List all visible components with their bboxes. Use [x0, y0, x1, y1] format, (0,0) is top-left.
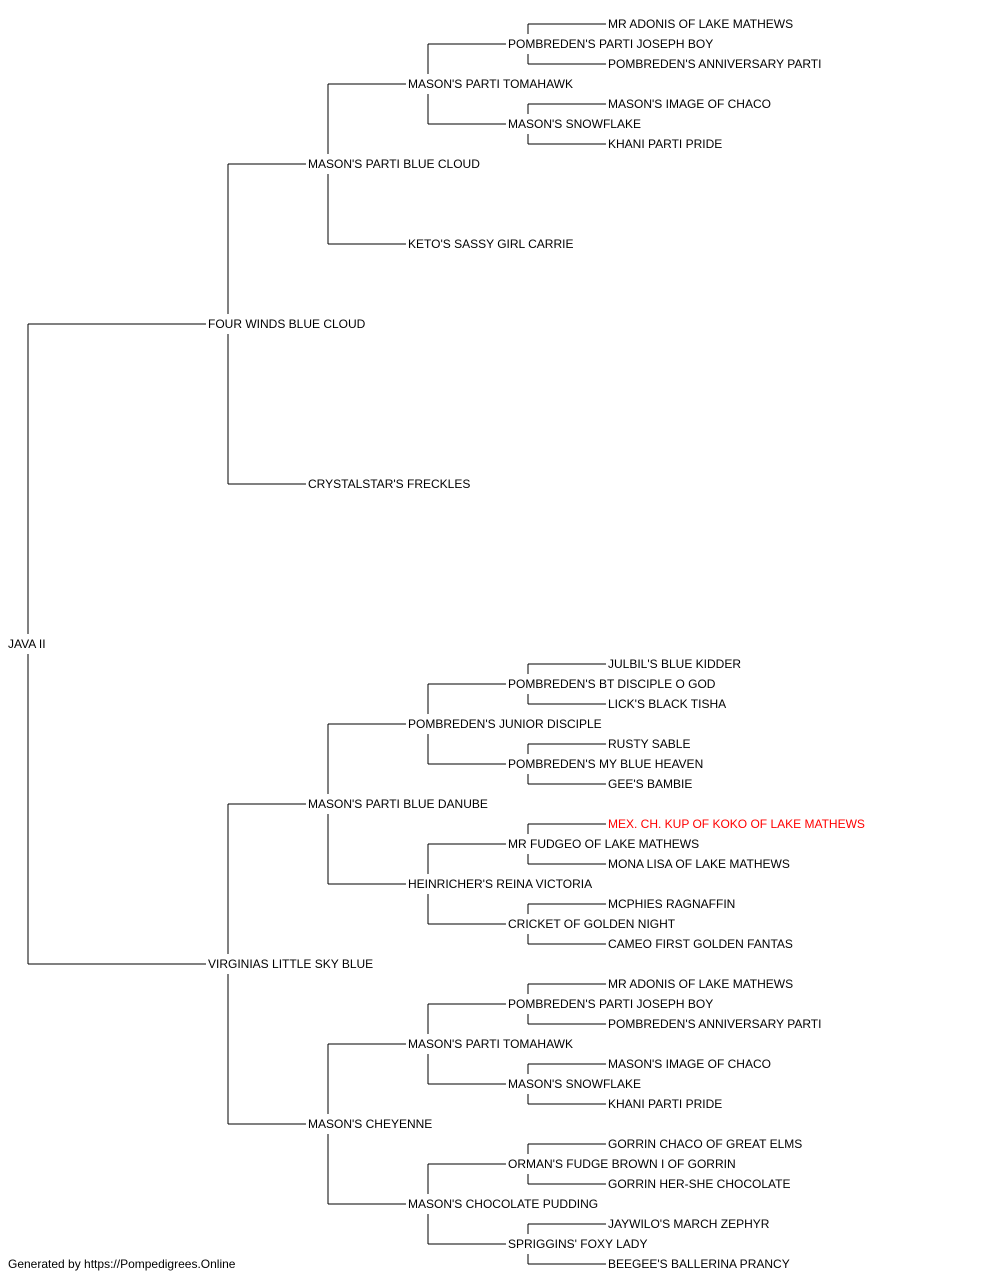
ancestor-name: JULBIL'S BLUE KIDDER	[608, 657, 741, 671]
ancestor-name: MASON'S IMAGE OF CHACO	[608, 97, 771, 111]
ancestor-name: POMBREDEN'S PARTI JOSEPH BOY	[508, 37, 713, 51]
ancestor-name: KHANI PARTI PRIDE	[608, 1097, 722, 1111]
ancestor-name: ORMAN'S FUDGE BROWN I OF GORRIN	[508, 1157, 736, 1171]
ancestor-name: MASON'S SNOWFLAKE	[508, 1077, 641, 1091]
ancestor-name: VIRGINIAS LITTLE SKY BLUE	[208, 957, 373, 971]
ancestor-name: SPRIGGINS' FOXY LADY	[508, 1237, 647, 1251]
ancestor-name: MEX. CH. KUP OF KOKO OF LAKE MATHEWS	[608, 817, 865, 831]
ancestor-name: POMBREDEN'S JUNIOR DISCIPLE	[408, 717, 602, 731]
ancestor-name: MONA LISA OF LAKE MATHEWS	[608, 857, 790, 871]
ancestor-name: JAYWILO'S MARCH ZEPHYR	[608, 1217, 770, 1231]
ancestor-name: MR ADONIS OF LAKE MATHEWS	[608, 17, 793, 31]
ancestor-name: GORRIN CHACO OF GREAT ELMS	[608, 1137, 802, 1151]
ancestor-name: POMBREDEN'S BT DISCIPLE O GOD	[508, 677, 716, 691]
ancestor-name: MASON'S IMAGE OF CHACO	[608, 1057, 771, 1071]
ancestor-name: CRICKET OF GOLDEN NIGHT	[508, 917, 676, 931]
ancestor-name: MCPHIES RAGNAFFIN	[608, 897, 735, 911]
footer-credit: Generated by https://Pompedigrees.Online	[8, 1257, 236, 1271]
ancestor-name: CRYSTALSTAR'S FRECKLES	[308, 477, 470, 491]
ancestor-name: MASON'S PARTI TOMAHAWK	[408, 77, 573, 91]
ancestor-name: MASON'S SNOWFLAKE	[508, 117, 641, 131]
ancestor-name: MASON'S CHOCOLATE PUDDING	[408, 1197, 598, 1211]
ancestor-name: POMBREDEN'S PARTI JOSEPH BOY	[508, 997, 713, 1011]
ancestor-name: KHANI PARTI PRIDE	[608, 137, 722, 151]
subject-name: JAVA II	[8, 637, 46, 651]
ancestor-name: RUSTY SABLE	[608, 737, 690, 751]
ancestor-name: BEEGEE'S BALLERINA PRANCY	[608, 1257, 790, 1271]
ancestor-name: POMBREDEN'S MY BLUE HEAVEN	[508, 757, 703, 771]
ancestor-name: MASON'S PARTI BLUE CLOUD	[308, 157, 480, 171]
ancestor-name: KETO'S SASSY GIRL CARRIE	[408, 237, 573, 251]
ancestor-name: GORRIN HER-SHE CHOCOLATE	[608, 1177, 790, 1191]
ancestor-name: MASON'S PARTI BLUE DANUBE	[308, 797, 488, 811]
ancestor-name: GEE'S BAMBIE	[608, 777, 692, 791]
ancestor-name: MASON'S PARTI TOMAHAWK	[408, 1037, 573, 1051]
ancestor-name: LICK'S BLACK TISHA	[608, 697, 726, 711]
ancestor-name: POMBREDEN'S ANNIVERSARY PARTI	[608, 57, 821, 71]
ancestor-name: MR ADONIS OF LAKE MATHEWS	[608, 977, 793, 991]
ancestor-name: FOUR WINDS BLUE CLOUD	[208, 317, 366, 331]
ancestor-name: POMBREDEN'S ANNIVERSARY PARTI	[608, 1017, 821, 1031]
ancestor-name: MASON'S CHEYENNE	[308, 1117, 432, 1131]
ancestor-name: MR FUDGEO OF LAKE MATHEWS	[508, 837, 699, 851]
ancestor-name: HEINRICHER'S REINA VICTORIA	[408, 877, 592, 891]
ancestor-name: CAMEO FIRST GOLDEN FANTAS	[608, 937, 793, 951]
